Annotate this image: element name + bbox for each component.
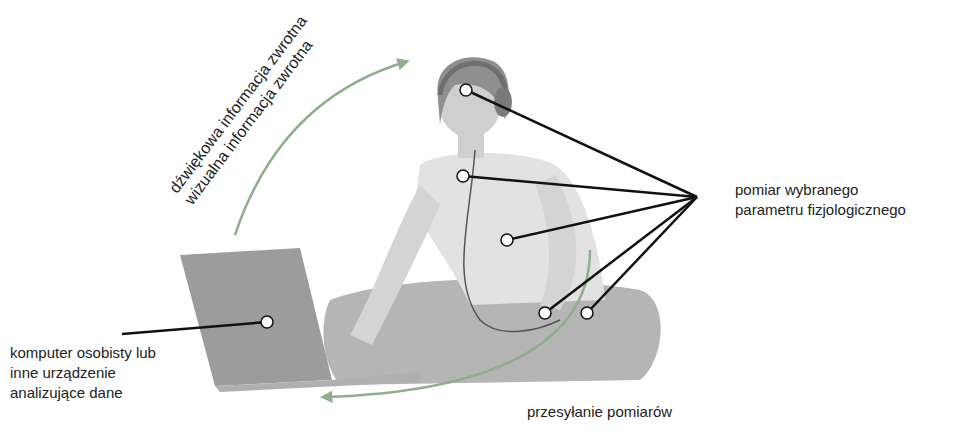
arm [535, 175, 576, 310]
feedback-label-group: dźwiękowa informacja zwrotnawizualna inf… [165, 12, 326, 208]
headphones [440, 63, 505, 95]
annotation-label: wizualna informacja zwrotna [180, 23, 326, 208]
torso [415, 153, 605, 305]
arm [350, 185, 440, 345]
annotation-label: pomiar wybranego parametru fizjologiczne… [735, 180, 925, 220]
sensor-dots [261, 84, 593, 328]
laptop-screen [180, 248, 332, 386]
annotation-label: komputer osobisty lub inne urządzenie an… [10, 343, 160, 403]
annotation-label: dźwiękowa informacja zwrotna [165, 12, 311, 197]
annotation-label: przesyłanie pomiarów [527, 402, 777, 422]
laptop-base [215, 372, 420, 392]
headphone-cup [494, 87, 512, 117]
transmission-arc [325, 250, 590, 397]
